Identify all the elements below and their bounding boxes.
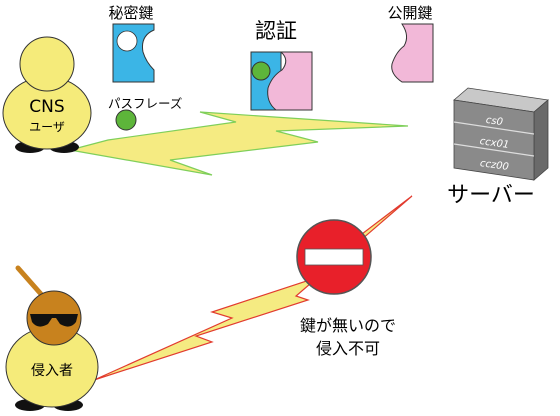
auth-passphrase-dot [251, 61, 271, 81]
server-label: サーバー [447, 183, 535, 208]
server-icon: cs0 ccx01 ccz00 [453, 87, 549, 181]
access-denied-line-1: 鍵が無いので [300, 316, 396, 335]
private-key-hole [116, 30, 138, 52]
server-front-face [453, 99, 535, 181]
auth-key-pair-icon [250, 51, 313, 111]
server-divider-1 [453, 121, 535, 135]
server-divider-2 [453, 143, 535, 157]
private-key-title: 秘密鍵 [108, 4, 153, 22]
connection-bolt-ok [69, 111, 409, 176]
user-role-label: ユーザ [29, 120, 65, 134]
server-host-label: ccx01 [479, 136, 510, 151]
passphrase-label: パスフレーズ [108, 96, 182, 111]
public-key-title: 公開鍵 [387, 4, 432, 22]
public-key-icon [391, 23, 434, 83]
cns-user-penguin: CNS ユーザ [2, 36, 92, 153]
user-name-label: CNS [29, 97, 64, 117]
auth-public-key-part [267, 51, 313, 111]
no-entry-icon [296, 219, 372, 295]
access-denied-line-2: 侵入不可 [316, 339, 380, 358]
no-entry-bar [304, 248, 364, 266]
sunglasses-icon [30, 314, 78, 327]
server-host-label: ccz00 [479, 158, 509, 173]
intruder-penguin: 侵入者 [5, 265, 99, 411]
passphrase-icon [115, 109, 137, 131]
private-key-icon [112, 23, 155, 83]
server-side-face [533, 99, 549, 181]
auth-title: 認証 [255, 19, 297, 43]
user-head [19, 36, 75, 92]
intruder-label: 侵入者 [31, 362, 73, 379]
server-host-label: cs0 [485, 115, 503, 128]
